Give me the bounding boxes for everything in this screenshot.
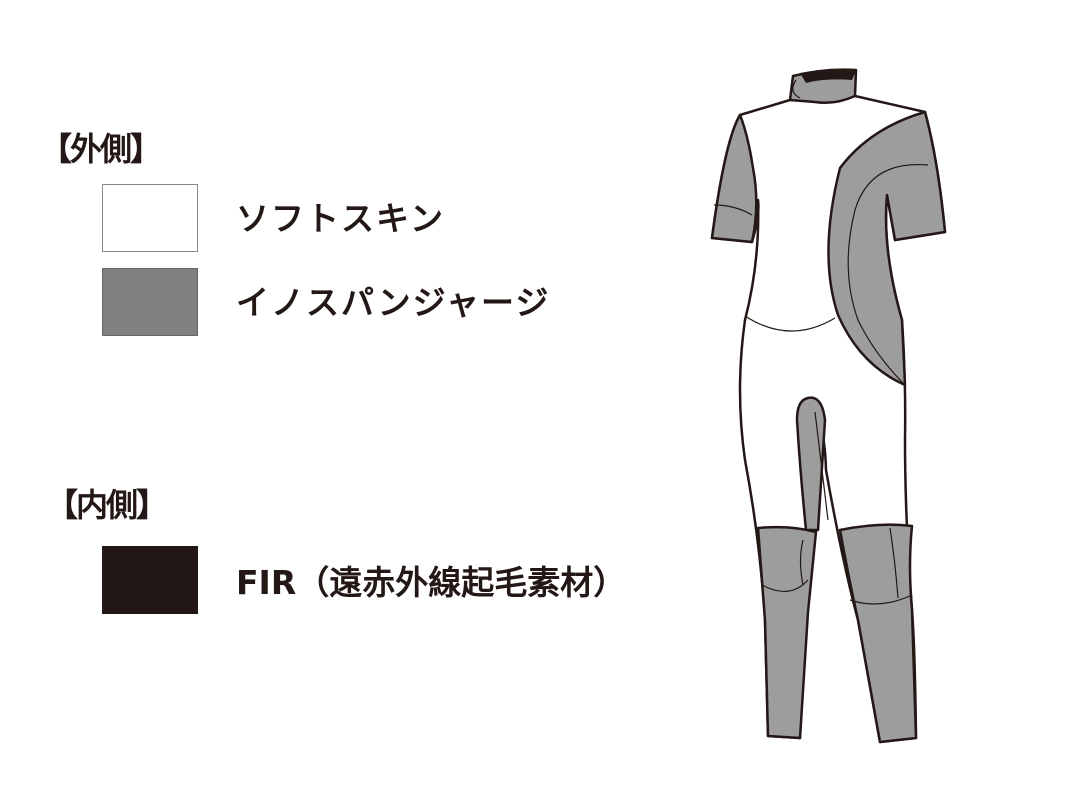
swatch-soft-skin [102,184,198,252]
collar-lining [800,69,856,83]
right-lower-leg [838,523,918,744]
left-knee-side [799,539,804,586]
hip-seam [744,315,836,332]
left-knee-seam [761,579,809,592]
swatch-jersey [102,268,198,336]
label-soft-skin: ソフトスキン [236,199,446,238]
inner-leg-seam [814,411,829,521]
side-seam [847,163,929,386]
right-knee-seam [849,594,913,605]
right-knee-side [889,527,899,599]
right-side-panel [827,110,947,387]
label-jersey: イノスパンジャージ [236,283,551,322]
left-lower-leg [756,525,818,740]
outer-heading: 【外側】 [40,130,162,168]
left-sleeve [710,113,758,244]
left-sleeve-seam [713,204,753,216]
collar-fold [792,79,801,99]
inner-heading: 【内側】 [46,486,168,524]
label-fir: FIR（遠赤外線起毛素材） [236,563,627,602]
swatch-fir [102,546,198,614]
